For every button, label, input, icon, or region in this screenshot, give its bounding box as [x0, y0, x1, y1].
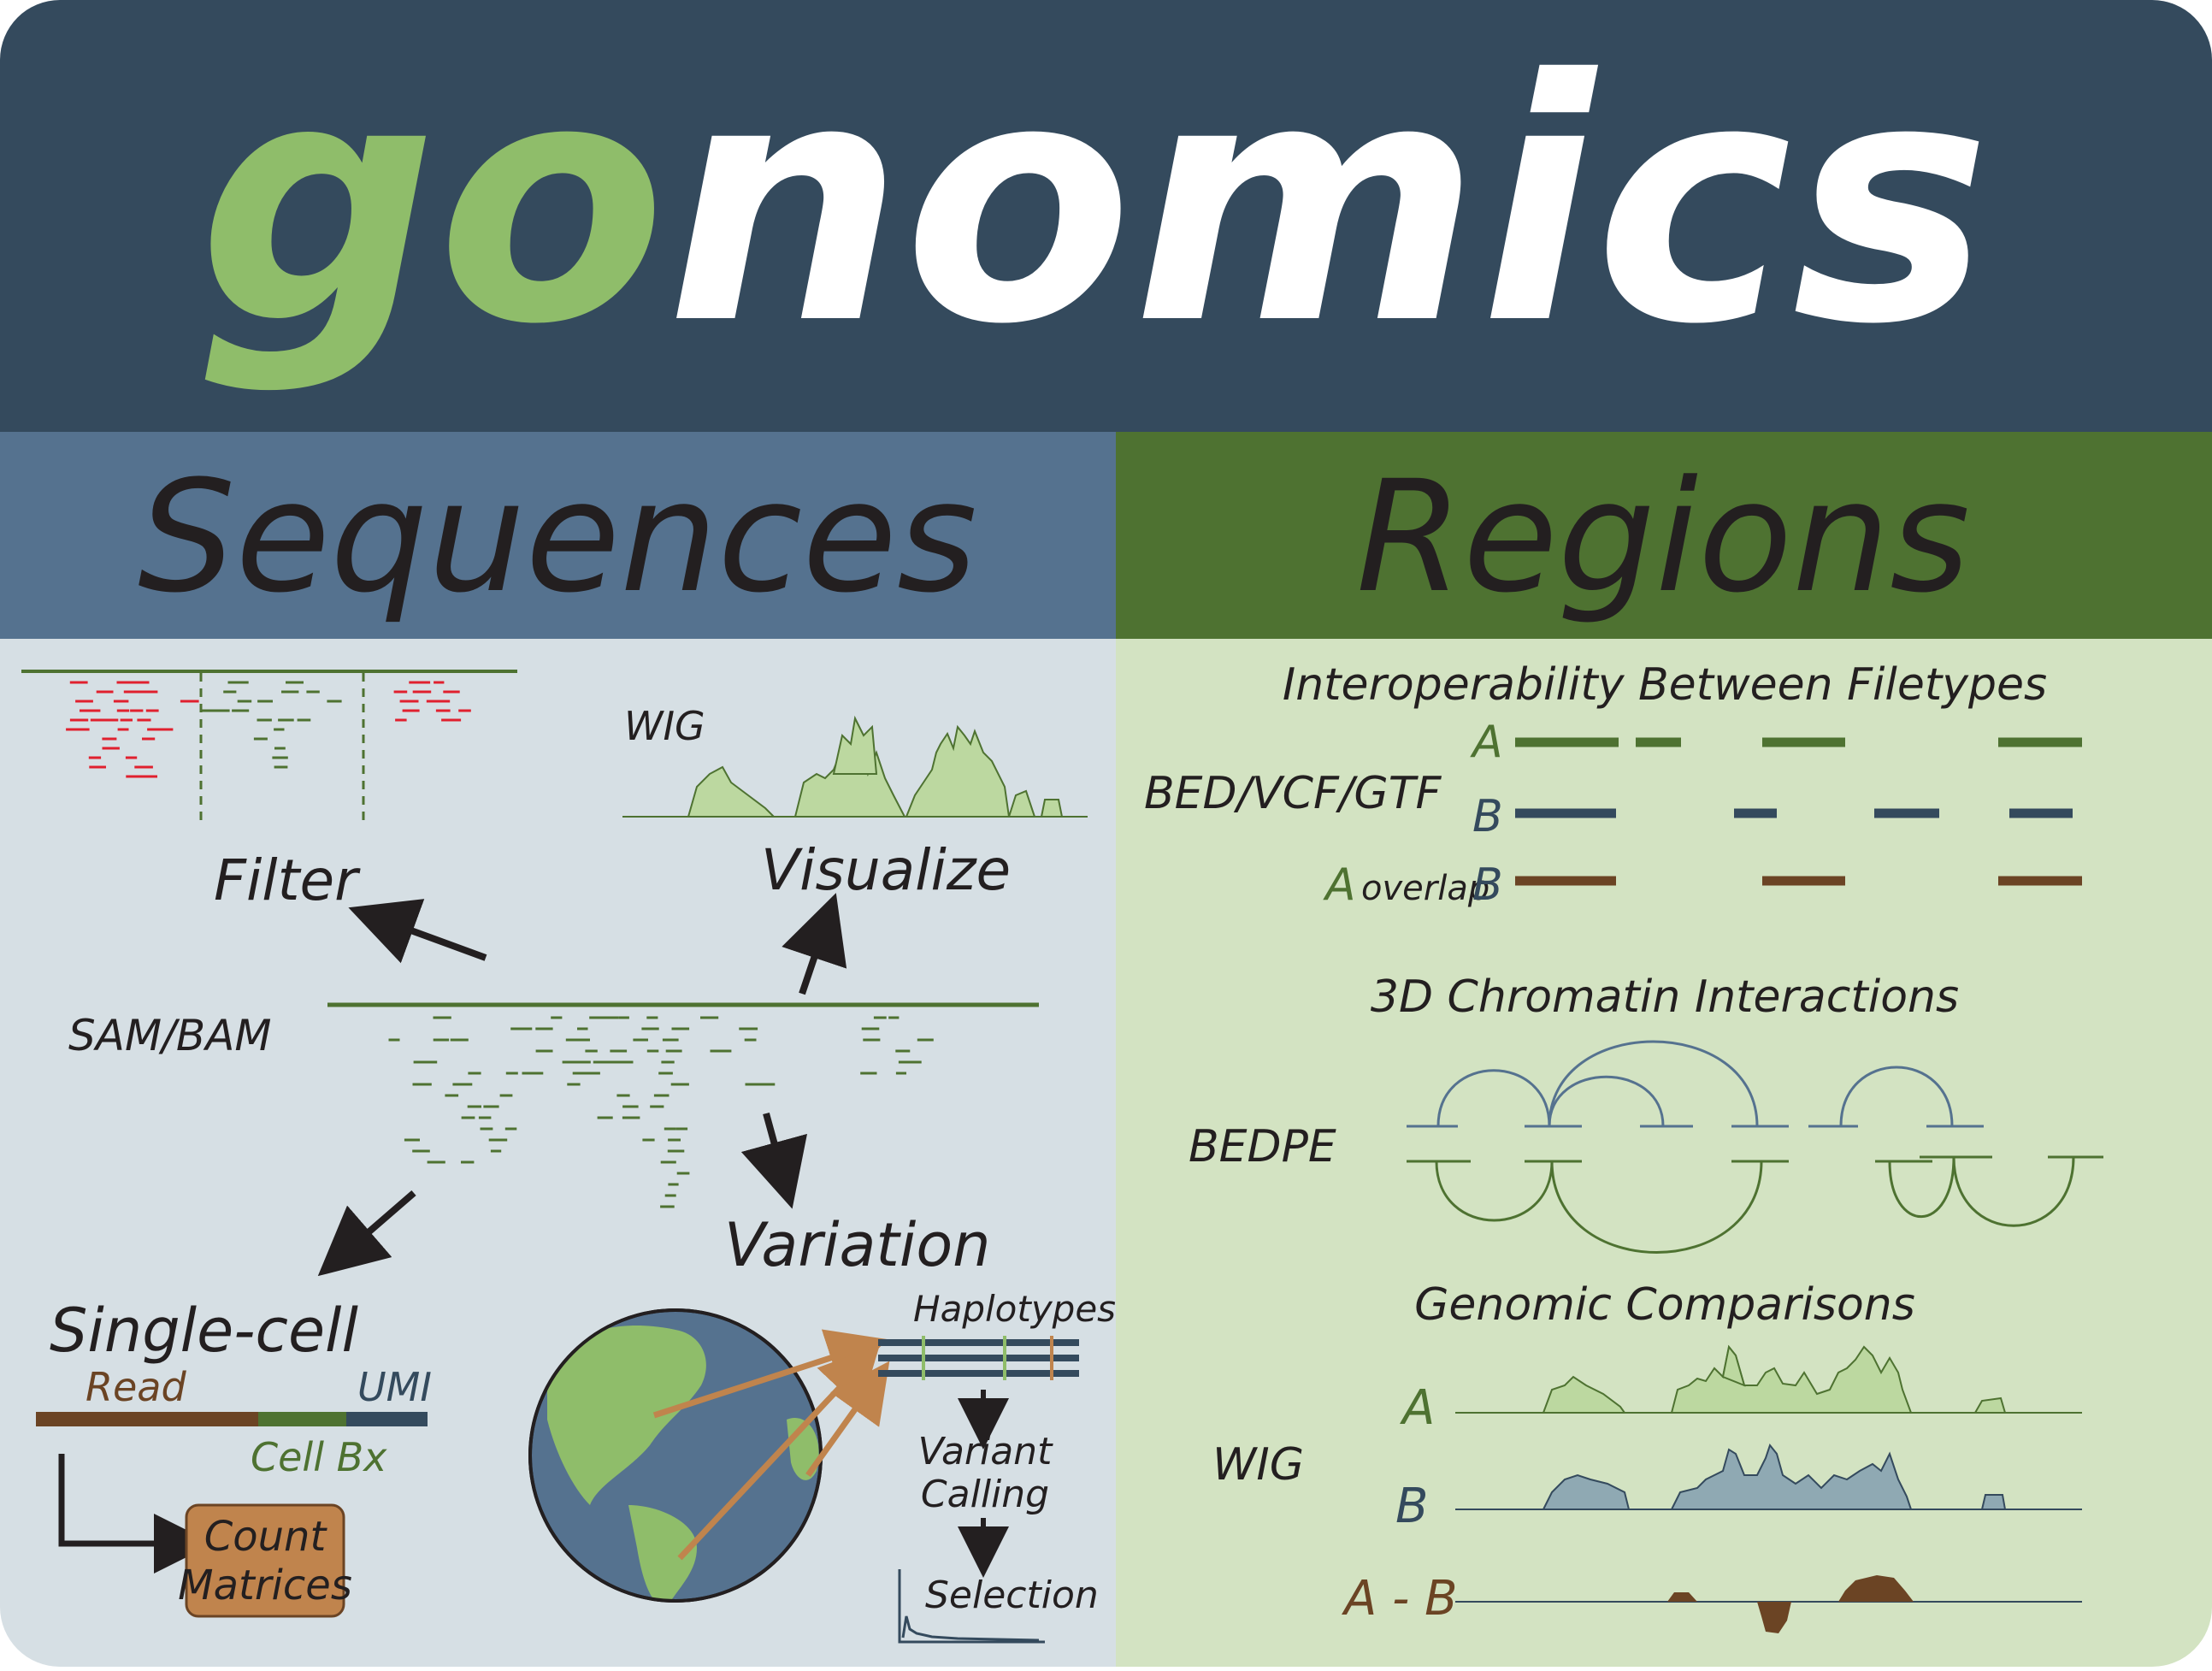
count-matrices-box	[185, 1503, 345, 1618]
seq-wig-peak-4	[905, 724, 1011, 818]
cellbx-label: Cell Bx	[251, 1434, 387, 1480]
seq-wig-peak-3	[832, 715, 878, 775]
wig-diff-trough-1	[1757, 1602, 1791, 1633]
variant-calling-line2: Calling	[921, 1473, 1049, 1516]
selection-axes	[898, 1569, 1045, 1644]
haplotype-arrow-2	[677, 1344, 880, 1561]
wig-diff-peak-2	[1838, 1575, 1914, 1602]
bedpe-top-arc-3	[1548, 1075, 1665, 1127]
read-segment	[36, 1412, 258, 1426]
interop-title: Interoperability Between Filetypes	[1283, 659, 2047, 711]
comparisons-title: Genomic Comparisons	[1414, 1279, 1915, 1331]
bedpe-top-arc-1	[1436, 1069, 1551, 1127]
haplotypes-label: Haplotypes	[913, 1288, 1116, 1330]
bedpe-bottom-arc-1	[1435, 1160, 1554, 1222]
visualize-label: Visualize	[761, 837, 1011, 903]
umi-label: UMI	[357, 1364, 432, 1410]
arrow-to-single-cell	[317, 1190, 416, 1277]
wig-b-peak-2	[1670, 1443, 1913, 1510]
interval-b-label: B	[1472, 791, 1503, 842]
bedpe-top-track	[1407, 1040, 1984, 1128]
seq-wig-peak-5	[1007, 789, 1036, 818]
single-cell-label: Single-cell	[50, 1296, 358, 1366]
header-band	[0, 0, 2212, 432]
earth-land-north-america	[547, 1326, 706, 1505]
seq-wig-peak-6	[1040, 799, 1064, 818]
filter-read-pileup	[21, 670, 517, 821]
wig-a-peak-3	[1721, 1344, 1746, 1387]
seq-wig-peak-1	[687, 765, 776, 818]
read-label: Read	[86, 1364, 186, 1410]
bed-vcf-gtf-label: BED/VCF/GTF	[1144, 768, 1442, 819]
count-matrices-line1: Count	[204, 1513, 328, 1561]
bedpe-top-arc-4	[1839, 1066, 1954, 1127]
wig-a-peak-4	[1973, 1396, 2007, 1414]
sam-read-pileup	[327, 1002, 1039, 1208]
wig-a-minus-b-label: A - B	[1342, 1571, 1458, 1627]
wig-diff-track	[1455, 1575, 2082, 1633]
bedpe-label: BEDPE	[1189, 1121, 1336, 1172]
title-go: go	[198, 9, 666, 397]
bedpe-bottom-arc-2	[1550, 1160, 1763, 1254]
sequences-heading-band	[0, 432, 1116, 639]
wig-b-label: B	[1395, 1479, 1428, 1534]
wig-b-track	[1455, 1443, 2082, 1510]
overlap-a-label: A	[1323, 859, 1356, 911]
count-matrices-arrow	[58, 1454, 214, 1574]
regions-wig-label: WIG	[1212, 1439, 1304, 1491]
arrow-to-filter	[348, 899, 487, 964]
wig-b-peak-1	[1542, 1473, 1631, 1510]
count-matrices-line2: Matrices	[178, 1562, 352, 1609]
overlap-b-label: B	[1472, 859, 1503, 911]
regions-heading: Regions	[1356, 448, 1970, 627]
overlap-word: overlap	[1361, 869, 1489, 908]
arrow-to-visualize	[782, 893, 847, 995]
seq-wig-track	[622, 715, 1088, 818]
chromatin-title: 3D Chromatin Interactions	[1371, 971, 1959, 1023]
sequences-heading: Sequences	[138, 448, 977, 627]
title-nomics: nomics	[666, 9, 1991, 397]
wig-a-label: A	[1400, 1380, 1435, 1436]
bedpe-bottom-arc-4	[1952, 1156, 2075, 1227]
sam-bam-label: SAM/BAM	[68, 1011, 272, 1060]
wig-a-track	[1455, 1344, 2082, 1414]
variation-label: Variation	[724, 1210, 991, 1280]
selection-label: Selection	[925, 1574, 1099, 1617]
bedpe-bottom-track	[1407, 1155, 2103, 1254]
bedpe-top-arc-2	[1548, 1040, 1759, 1127]
cellbx-segment	[258, 1412, 346, 1426]
regions-heading-band	[1116, 432, 2212, 639]
seq-wig-label: WIG	[624, 703, 705, 749]
haplotype-lines	[878, 1336, 1079, 1380]
earth-land-south-america	[628, 1505, 697, 1601]
wig-a-peak-1	[1542, 1375, 1626, 1414]
bedpe-bottom-arc-3	[1888, 1156, 1955, 1219]
umi-segment	[346, 1412, 428, 1426]
sam-reads	[388, 1016, 934, 1208]
haplotype-arrow-3	[805, 1361, 890, 1478]
interval-a-label: A	[1470, 717, 1503, 768]
title: gonomics	[198, 9, 1991, 397]
filter-label: Filter	[214, 847, 361, 913]
selection-curve	[901, 1615, 1040, 1642]
filter-red-reads	[66, 681, 471, 778]
arrow-to-variation	[740, 1112, 808, 1209]
wig-diff-peak-1	[1667, 1592, 1697, 1602]
wig-b-peak-3	[1980, 1494, 2007, 1510]
variant-calling-line1: Variant	[918, 1430, 1053, 1473]
filter-green-reads	[202, 681, 342, 769]
selection-plot	[898, 1569, 1045, 1644]
